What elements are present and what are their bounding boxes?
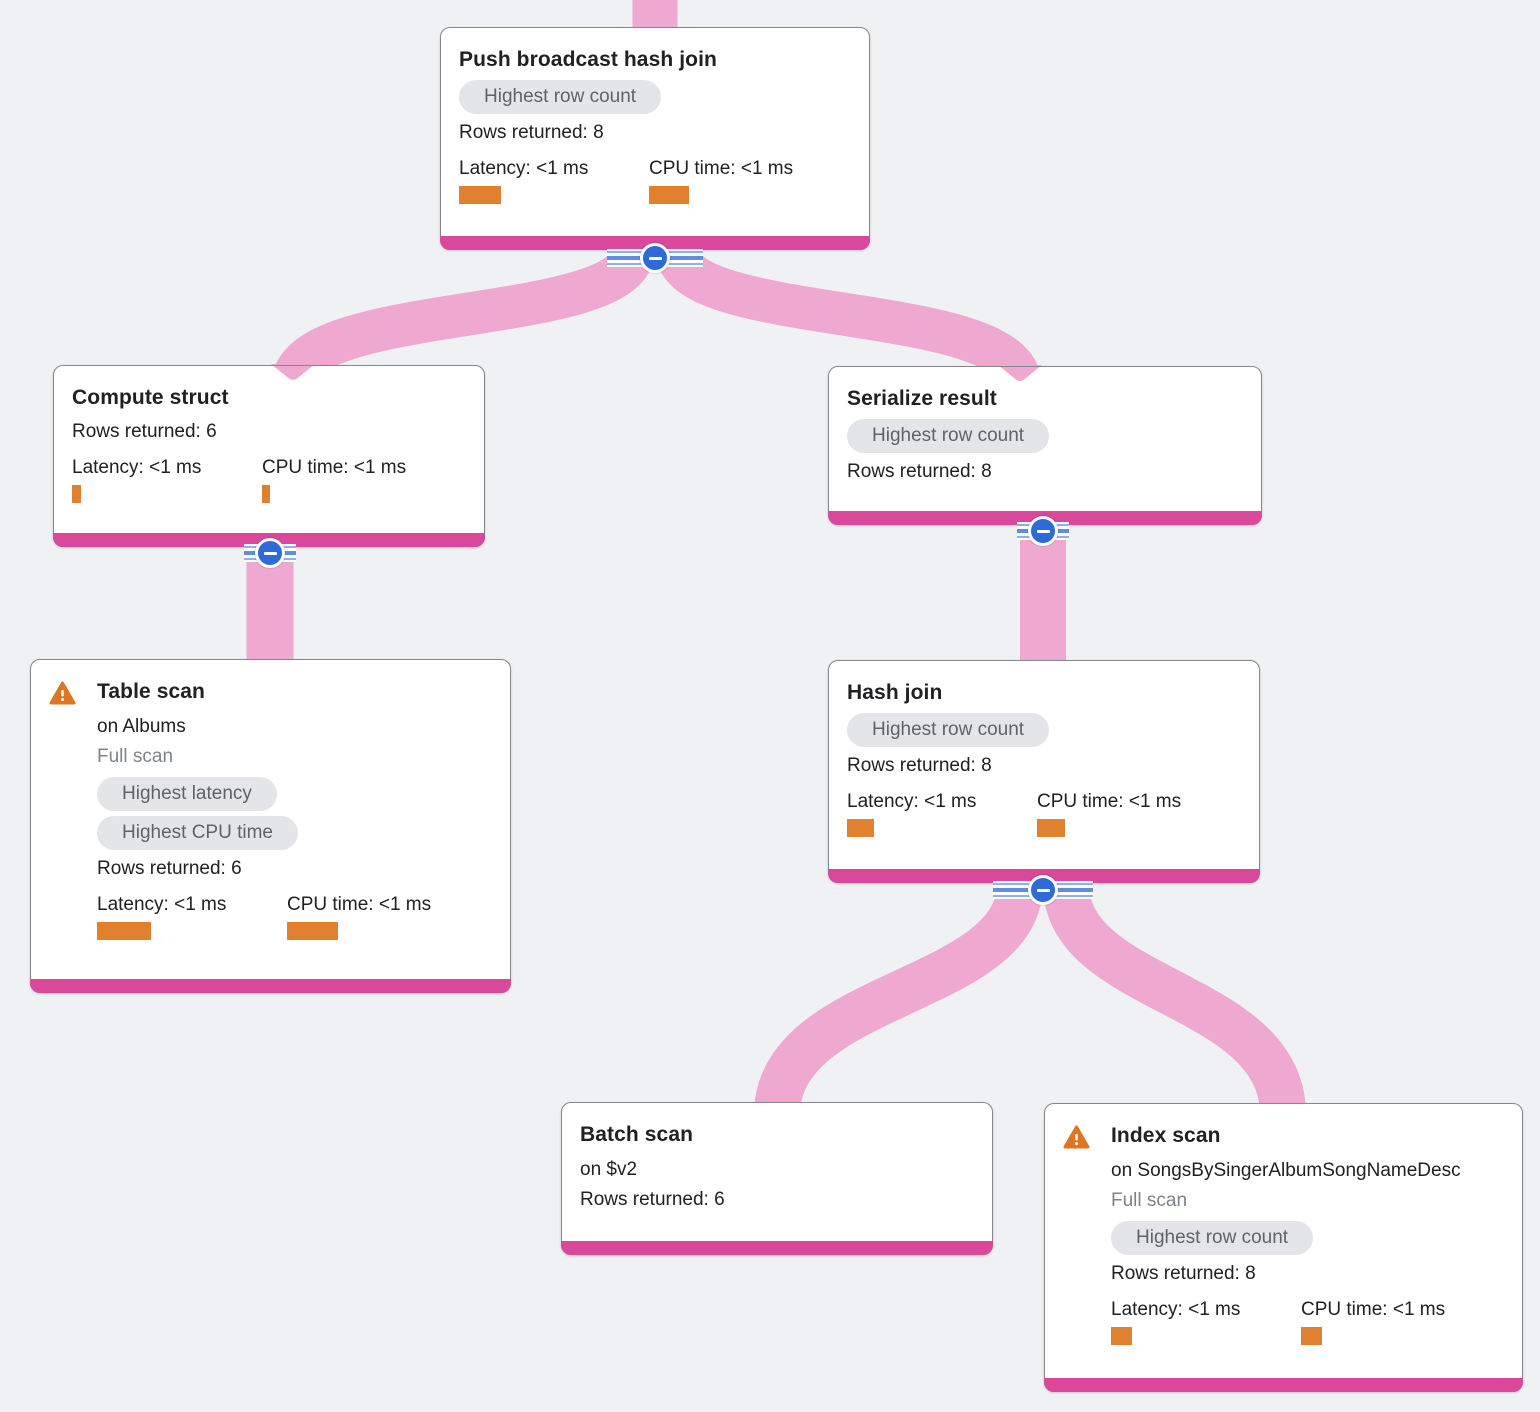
collapse-button[interactable] [993,875,1093,905]
cpu-time-label: CPU time: <1 ms [287,894,432,915]
collapse-button[interactable] [244,538,296,568]
plan-node-batch-scan[interactable]: Batch scan on $v2 Rows returned: 6 [561,1102,993,1255]
node-accent-bar [1044,1378,1523,1392]
flow-edge-hash-join-to-batch-scan [754,881,1043,1117]
node-title: Serialize result [847,387,997,410]
status-badge: Highest CPU time [97,816,298,850]
node-accent-bar [561,1241,993,1255]
flow-edge-hash-join-to-index-scan [1043,882,1306,1117]
scan-target: on SongsBySingerAlbumSongNameDesc [1111,1160,1461,1181]
node-title: Batch scan [580,1123,694,1146]
latency-bar [72,485,81,503]
latency-bar [459,186,501,204]
scan-target: on Albums [97,716,186,737]
latency-bar [97,922,151,940]
node-title: Index scan [1111,1124,1221,1147]
latency-bar [1111,1327,1132,1345]
rows-returned: Rows returned: 8 [847,461,992,482]
plan-node-compute-struct[interactable]: Compute struct Rows returned: 6 Latency:… [53,365,485,547]
scan-type: Full scan [1111,1190,1188,1211]
collapse-button[interactable] [607,243,703,273]
rows-returned: Rows returned: 6 [97,858,242,879]
latency-label: Latency: <1 ms [97,894,227,915]
rows-returned: Rows returned: 8 [1111,1263,1256,1284]
status-badge: Highest row count [847,713,1050,747]
cpu-time-bar [1037,819,1065,837]
status-badge: Highest row count [847,419,1050,453]
latency-label: Latency: <1 ms [847,791,977,812]
flow-edge-push-to-serialize-result [655,245,1042,389]
node-title: Push broadcast hash join [459,48,717,71]
rows-returned: Rows returned: 6 [72,421,217,442]
latency-bar [847,819,874,837]
rows-returned: Rows returned: 6 [580,1189,725,1210]
plan-node-push-broadcast-hash-join[interactable]: Push broadcast hash join Highest row cou… [440,27,870,250]
node-title: Compute struct [72,386,229,409]
collapse-icon [255,538,285,568]
warning-icon [49,681,76,705]
node-accent-bar [30,979,511,993]
plan-node-table-scan[interactable]: Table scan on Albums Full scan Highest l… [30,659,511,993]
node-title: Table scan [97,680,205,703]
scan-type: Full scan [97,746,174,767]
status-badge: Highest row count [1111,1221,1314,1255]
collapse-button[interactable] [1017,516,1069,546]
cpu-time-label: CPU time: <1 ms [1301,1299,1446,1320]
rows-returned: Rows returned: 8 [459,122,604,143]
plan-node-index-scan[interactable]: Index scan on SongsBySingerAlbumSongName… [1044,1103,1523,1392]
status-badge: Highest latency [97,777,277,811]
collapse-icon [1028,875,1058,905]
collapse-icon [640,243,670,273]
node-title: Hash join [847,681,943,704]
latency-label: Latency: <1 ms [459,158,589,179]
latency-label: Latency: <1 ms [1111,1299,1241,1320]
collapse-icon [1028,516,1058,546]
warning-icon [1063,1125,1090,1149]
rows-returned: Rows returned: 8 [847,755,992,776]
cpu-time-bar [287,922,338,940]
scan-target: on $v2 [580,1159,638,1180]
cpu-time-bar [1301,1327,1322,1345]
cpu-time-label: CPU time: <1 ms [649,158,794,179]
plan-node-serialize-result[interactable]: Serialize result Highest row count Rows … [828,366,1262,525]
status-badge: Highest row count [459,80,662,114]
cpu-time-bar [649,186,689,204]
cpu-time-label: CPU time: <1 ms [1037,791,1182,812]
cpu-time-label: CPU time: <1 ms [262,457,407,478]
plan-node-hash-join[interactable]: Hash join Highest row count Rows returne… [828,660,1260,883]
cpu-time-bar [262,485,270,503]
latency-label: Latency: <1 ms [72,457,202,478]
